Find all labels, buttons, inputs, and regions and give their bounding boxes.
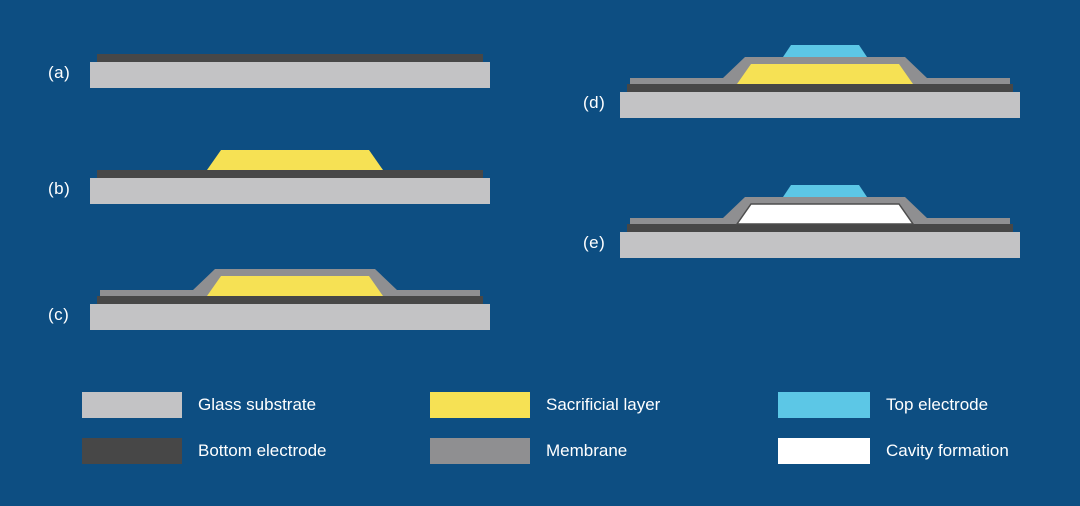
glass-substrate-layer — [90, 62, 490, 88]
legend-item-glass-substrate: Glass substrate — [82, 392, 316, 418]
bottom-electrode-layer — [97, 54, 483, 62]
legend-item-top-electrode: Top electrode — [778, 392, 988, 418]
glass-substrate-layer — [620, 92, 1020, 118]
sacrificial-layer — [737, 64, 913, 84]
legend-swatch-bottom-electrode — [82, 438, 182, 464]
glass-substrate-layer — [90, 304, 490, 330]
legend-label: Glass substrate — [198, 395, 317, 414]
sacrificial-layer — [207, 276, 383, 296]
bottom-electrode-layer — [97, 296, 483, 304]
legend-label: Bottom electrode — [198, 441, 327, 460]
legend-item-membrane: Membrane — [430, 438, 627, 464]
diagram-step-b — [90, 150, 490, 204]
sacrificial-layer — [207, 150, 383, 170]
diagram-step-d — [620, 45, 1020, 118]
legend-item-bottom-electrode: Bottom electrode — [82, 438, 327, 464]
glass-substrate-layer — [90, 178, 490, 204]
bottom-electrode-layer — [627, 84, 1013, 92]
legend-item-cavity-formation: Cavity formation — [778, 438, 1009, 464]
bottom-electrode-layer — [97, 170, 483, 178]
legend-swatch-sacrificial-layer — [430, 392, 530, 418]
legend-label: Membrane — [546, 441, 628, 460]
step-label-b: (b) — [48, 179, 71, 198]
step-label-a: (a) — [48, 63, 71, 82]
legend-label: Cavity formation — [886, 441, 1009, 460]
top-electrode-layer — [783, 45, 867, 57]
glass-substrate-layer — [620, 232, 1020, 258]
cavity-formation-layer — [735, 203, 915, 225]
legend-label: Top electrode — [886, 395, 989, 414]
legend-swatch-top-electrode — [778, 392, 870, 418]
step-label-e: (e) — [583, 233, 606, 252]
legend-swatch-glass-substrate — [82, 392, 182, 418]
legend-label: Sacrificial layer — [546, 395, 661, 414]
top-electrode-layer — [783, 185, 867, 197]
diagram-step-e — [620, 185, 1020, 258]
diagram-step-a — [90, 54, 490, 88]
bottom-electrode-layer — [627, 224, 1013, 232]
legend-item-sacrificial-layer: Sacrificial layer — [430, 392, 660, 418]
step-label-c: (c) — [48, 305, 70, 324]
step-label-d: (d) — [583, 93, 606, 112]
diagram-step-c — [90, 269, 490, 330]
legend-swatch-membrane — [430, 438, 530, 464]
legend-swatch-cavity-formation — [778, 438, 870, 464]
